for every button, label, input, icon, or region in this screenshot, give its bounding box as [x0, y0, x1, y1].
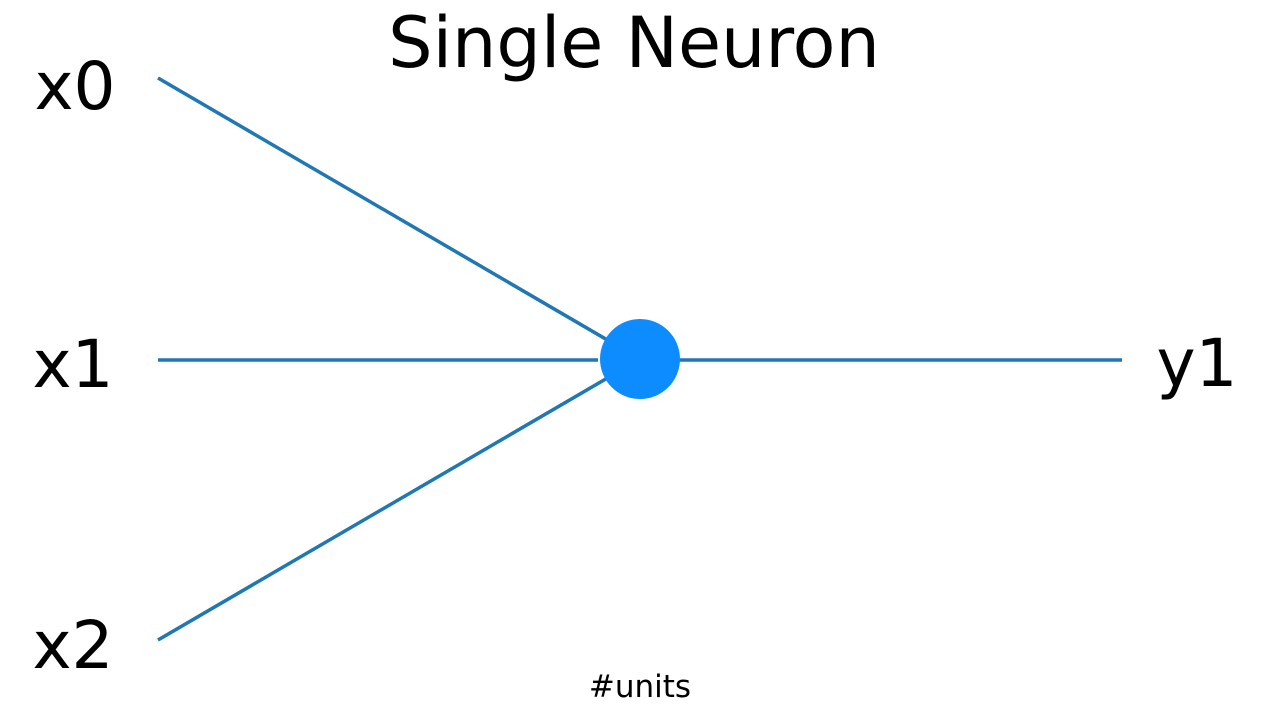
edge-x0-to-neuron: [157, 76, 641, 361]
input-label-x2: x2: [32, 607, 113, 684]
neuron-node: [600, 319, 680, 399]
edge-x2-to-neuron: [157, 357, 641, 642]
units-caption: #units: [589, 669, 691, 705]
figure-title: Single Neuron: [388, 2, 880, 84]
input-label-x1: x1: [32, 326, 113, 403]
input-label-x0: x0: [34, 48, 115, 125]
output-label-y1: y1: [1156, 325, 1237, 402]
